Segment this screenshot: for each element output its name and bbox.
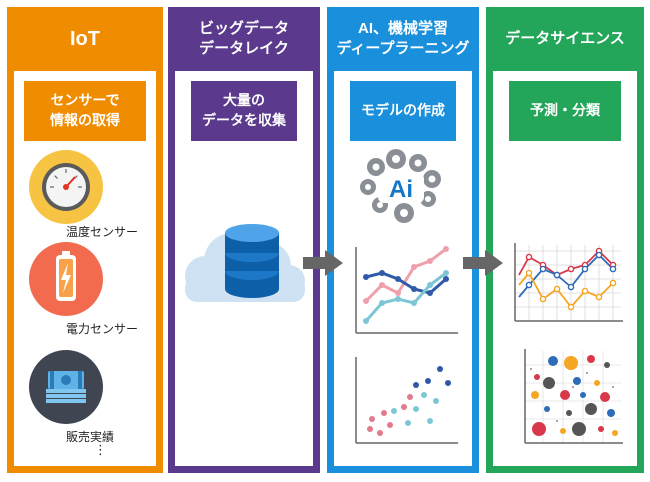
arrow-right-icon xyxy=(303,250,343,276)
column-body: センサーで 情報の取得 温度センサー 電力センサー xyxy=(14,71,156,466)
ellipsis: ⋮ xyxy=(94,442,107,457)
stage-label: センサーで 情報の取得 xyxy=(24,81,146,141)
stage-label: 大量の データを収集 xyxy=(191,81,297,141)
stage-label: 予測・分類 xyxy=(509,81,621,141)
column-body: 大量の データを収集 xyxy=(175,71,313,466)
column-iot: IoT センサーで 情報の取得 温度センサー 電力センサー xyxy=(7,7,163,473)
sensor-label: 電力センサー xyxy=(66,322,139,336)
classification-chart-icon xyxy=(524,349,623,444)
battery-icon xyxy=(29,242,103,316)
column-title: IoT xyxy=(70,27,100,50)
sensor-label: 温度センサー xyxy=(66,225,139,239)
column-big-data: ビッグデータ データレイク 大量の データを収集 xyxy=(168,7,320,473)
database-cloud-icon xyxy=(185,224,305,302)
line-chart-icon xyxy=(355,246,458,334)
scatter-chart-icon xyxy=(355,357,458,444)
stage-label: モデルの作成 xyxy=(350,81,456,141)
ai-brain-icon: Ai xyxy=(360,149,441,223)
column-data-science: データサイエンス 予測・分類 xyxy=(486,7,644,473)
column-title: データサイエンス xyxy=(505,29,625,47)
gauge-icon xyxy=(29,150,103,224)
column-title: AI、機械学習 ディープラーニング xyxy=(336,19,470,57)
column-title: ビッグデータ データレイク xyxy=(198,19,289,57)
money-icon xyxy=(29,350,103,424)
arrow-right-icon xyxy=(463,250,503,276)
column-ai: AI、機械学習 ディープラーニング モデルの作成 Ai xyxy=(327,7,479,473)
prediction-chart-icon xyxy=(514,243,623,322)
ai-badge: Ai xyxy=(389,176,413,203)
sensor-label: 販売実績 xyxy=(66,430,115,444)
column-body: モデルの作成 Ai xyxy=(334,71,472,466)
column-body: 予測・分類 xyxy=(493,71,637,466)
